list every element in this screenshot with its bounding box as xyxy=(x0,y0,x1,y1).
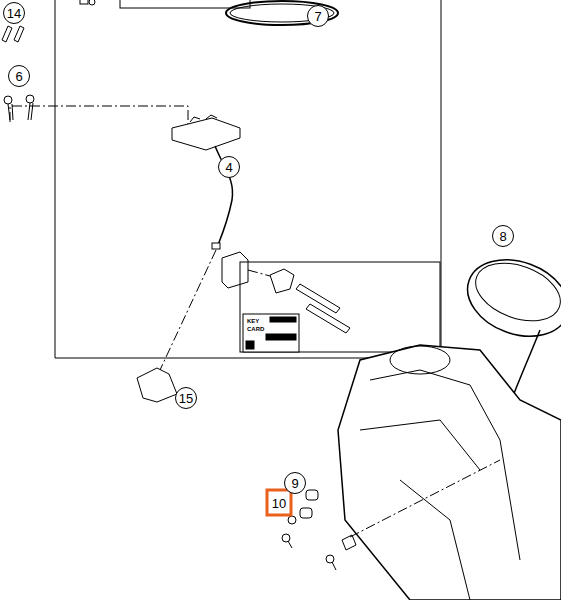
assembly-line xyxy=(160,250,216,370)
callout-number: 9 xyxy=(291,477,298,490)
callout-number: 15 xyxy=(179,392,193,405)
callout-number: 4 xyxy=(225,161,232,174)
screws xyxy=(2,26,24,42)
callout-number: 8 xyxy=(499,230,506,243)
key-set-box xyxy=(240,262,440,352)
card-text: KEY xyxy=(247,318,259,324)
highlight-box xyxy=(267,490,291,515)
lock-cylinder xyxy=(270,269,294,293)
logo xyxy=(270,317,296,322)
qr-code xyxy=(246,341,254,349)
key-card xyxy=(243,314,299,352)
callout-circle xyxy=(4,3,25,24)
callout-number: 14 xyxy=(7,7,21,20)
card-text: CARD xyxy=(247,326,264,332)
kit-frame xyxy=(55,0,441,358)
top-package xyxy=(120,0,250,8)
cover xyxy=(137,368,177,402)
callout-circle xyxy=(308,6,329,27)
keys xyxy=(296,284,350,333)
callout-number: 7 xyxy=(314,10,321,23)
housing xyxy=(338,345,561,600)
callout-circle xyxy=(493,226,514,247)
callout-circle xyxy=(285,473,306,494)
assembly-line xyxy=(10,106,188,126)
callout-circle xyxy=(219,157,240,178)
callout-number: 10 xyxy=(272,497,286,510)
sensor xyxy=(172,115,240,249)
callout-number: 6 xyxy=(15,70,22,83)
lock-housing xyxy=(222,252,248,288)
assembly-line xyxy=(248,270,270,276)
fasteners xyxy=(282,460,500,570)
bolts xyxy=(4,95,34,120)
callout-circle xyxy=(176,388,197,409)
barcode xyxy=(266,334,296,340)
top-part xyxy=(89,0,95,5)
seal-ring xyxy=(226,1,338,25)
top-part xyxy=(80,0,88,4)
callout-circle xyxy=(9,66,30,87)
